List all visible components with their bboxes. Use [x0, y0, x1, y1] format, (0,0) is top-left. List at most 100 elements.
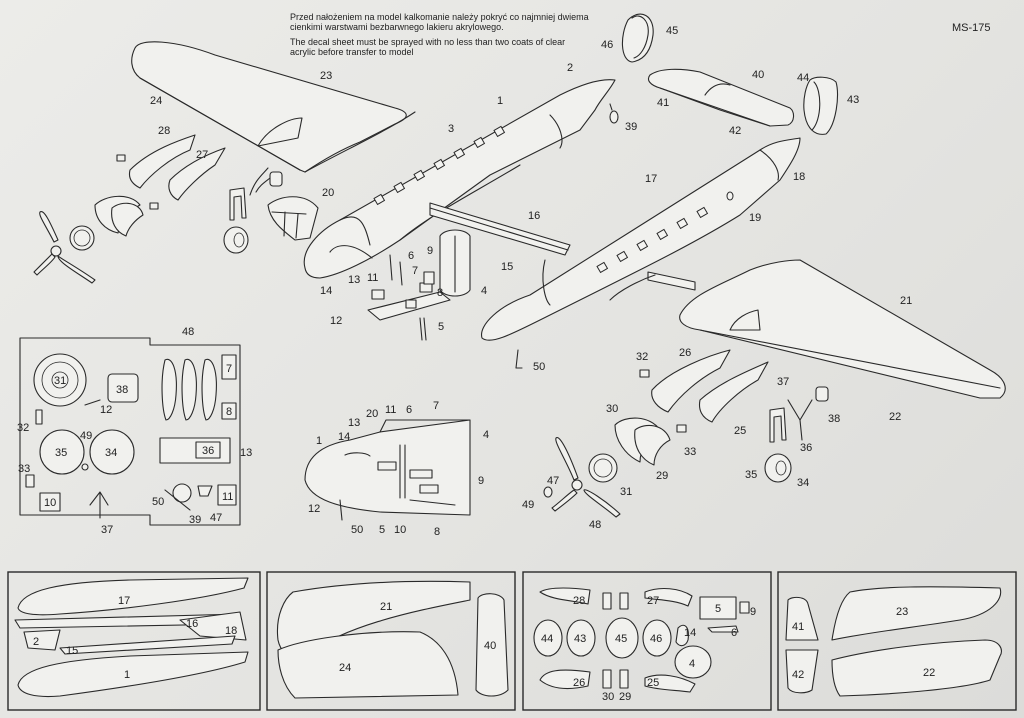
mask-label-1: 1: [124, 669, 130, 681]
fret-label-13: 13: [240, 447, 252, 459]
label-34: 34: [797, 477, 809, 489]
detail-label-14: 14: [338, 431, 350, 443]
fret-label-49: 49: [80, 430, 92, 442]
fret-label-35: 35: [55, 447, 67, 459]
left-nacelle: [116, 134, 226, 210]
label-14: 14: [320, 285, 332, 297]
note-polish: Przed nałożeniem na model kalkomanie nal…: [290, 12, 589, 32]
label-24: 24: [150, 95, 162, 107]
fret-label-36: 36: [202, 445, 214, 457]
lower-fuselage: [481, 137, 801, 341]
detail-label-6: 6: [406, 404, 412, 416]
mask-label-26: 26: [573, 677, 585, 689]
label-7: 7: [412, 265, 418, 277]
mask-panel-4: [777, 571, 1017, 711]
label-18: 18: [793, 171, 805, 183]
label-45: 45: [666, 25, 678, 37]
decal-note: Przed nałożeniem na model kalkomanie nal…: [290, 12, 590, 62]
label-28: 28: [158, 125, 170, 137]
fin-cap: [803, 76, 839, 135]
label-20: 20: [322, 187, 334, 199]
canopy: [267, 196, 319, 241]
lower-fuselage-windows: [596, 191, 734, 274]
mask-label-22: 22: [923, 667, 935, 679]
label-27: 27: [196, 149, 208, 161]
mask-label-44: 44: [541, 633, 553, 645]
detail-label-5: 5: [379, 524, 385, 536]
detail-label-9: 9: [478, 475, 484, 487]
label-3: 3: [448, 123, 454, 135]
right-propeller: [543, 417, 671, 518]
mask-label-41: 41: [792, 621, 804, 633]
label-30: 30: [606, 403, 618, 415]
label-2: 2: [567, 62, 573, 74]
fret-label-31: 31: [54, 375, 66, 387]
label-21: 21: [900, 295, 912, 307]
label-46: 46: [601, 39, 613, 51]
fret-label-12: 12: [100, 404, 112, 416]
label-29: 29: [656, 470, 668, 482]
fret-label-10: 10: [44, 497, 56, 509]
label-26: 26: [679, 347, 691, 359]
mask-label-28: 28: [573, 595, 585, 607]
mask-label-18: 18: [225, 625, 237, 637]
upper-fuselage: [303, 79, 616, 279]
mask-label-25: 25: [647, 677, 659, 689]
label-1: 1: [497, 95, 503, 107]
label-38: 38: [828, 413, 840, 425]
label-12: 12: [330, 315, 342, 327]
label-11: 11: [367, 272, 378, 284]
left-landing-gear: [223, 167, 283, 254]
label-8: 8: [437, 287, 443, 299]
label-36: 36: [800, 442, 812, 454]
label-43: 43: [847, 94, 859, 106]
fret-label-39: 39: [189, 514, 201, 526]
detail-label-8: 8: [434, 526, 440, 538]
mask-label-40: 40: [484, 640, 496, 652]
wing-center-section: [429, 202, 571, 256]
mask-label-5: 5: [715, 603, 721, 615]
mask-label-42: 42: [792, 669, 804, 681]
interior-parts: [367, 229, 471, 341]
mask-label-27: 27: [647, 595, 659, 607]
label-6: 6: [408, 250, 414, 262]
fret-label-7: 7: [226, 363, 232, 375]
mask-label-6: 6: [731, 627, 737, 639]
label-23: 23: [320, 70, 332, 82]
detail-label-4: 4: [483, 429, 489, 441]
mask-label-21: 21: [380, 601, 392, 613]
label-37: 37: [777, 376, 789, 388]
upper-fuselage-windows: [373, 125, 506, 206]
fret-label-34: 34: [105, 447, 117, 459]
label-39: 39: [625, 121, 637, 133]
strut-50: [515, 349, 523, 369]
fret-label-8: 8: [226, 406, 232, 418]
label-31: 31: [620, 486, 632, 498]
right-landing-gear: [764, 386, 829, 483]
left-wing: [131, 41, 416, 173]
label-19: 19: [749, 212, 761, 224]
note-english: The decal sheet must be sprayed with no …: [290, 37, 566, 57]
mask-label-4: 4: [689, 658, 695, 670]
label-15: 15: [501, 261, 513, 273]
mask-panel-3: [522, 571, 772, 711]
fret-label-48: 48: [182, 326, 194, 338]
mask-label-16: 16: [186, 618, 198, 630]
label-4: 4: [481, 285, 487, 297]
label-44: 44: [797, 72, 809, 84]
mask-panel-1: [7, 571, 261, 711]
mask-label-14: 14: [684, 627, 696, 639]
tail-wheel: [609, 103, 619, 124]
label-22: 22: [889, 411, 901, 423]
label-42: 42: [729, 125, 741, 137]
label-41: 41: [657, 97, 669, 109]
mask-label-17: 17: [118, 595, 130, 607]
fret-label-47: 47: [210, 512, 222, 524]
label-49: 49: [522, 499, 534, 511]
fret-label-11: 11: [222, 491, 233, 503]
label-35: 35: [745, 469, 757, 481]
detail-label-12: 12: [308, 503, 320, 515]
mask-label-29: 29: [619, 691, 631, 703]
mask-label-45: 45: [615, 633, 627, 645]
